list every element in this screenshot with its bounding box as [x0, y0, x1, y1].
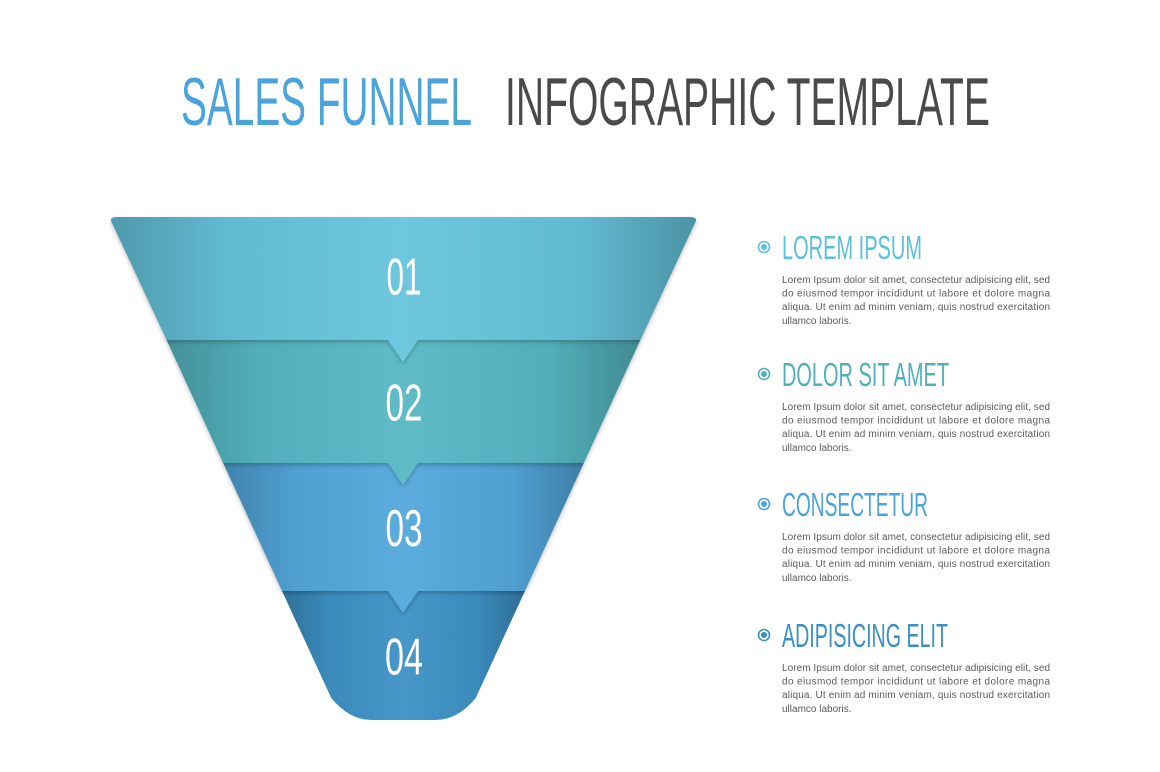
funnel-band-shading: [166, 340, 641, 485]
item-body-line: do eiusmod tempor incididunt ut labore e…: [782, 416, 1050, 427]
bullet-dot-icon: [761, 371, 767, 377]
funnel-band-shading: [282, 591, 525, 720]
item-body-line: aliqua. Ut enim ad minim veniam, quis no…: [782, 429, 1050, 440]
item-4: ADIPISICING ELIT Lorem Ipsum dolor sit am…: [757, 617, 1050, 715]
bullet-dot-icon: [761, 501, 767, 507]
stage-number: 01: [387, 249, 422, 307]
item-body-line: do eiusmod tempor incididunt ut labore e…: [782, 546, 1050, 557]
funnel-stage-02: 02: [166, 340, 641, 485]
stage-number: 02: [386, 375, 423, 433]
item-heading: ADIPISICING ELIT: [782, 617, 948, 654]
stage-number: 04: [385, 629, 423, 687]
item-body-line: Lorem Ipsum dolor sit amet, consectetur …: [782, 532, 1050, 543]
bullet-dot-icon: [761, 244, 767, 250]
bullet-ring-icon: [757, 497, 771, 511]
item-heading: DOLOR SIT AMET: [782, 356, 949, 393]
item-body-line: ullamco laboris.: [782, 573, 851, 584]
funnel: 04 03 02 01: [110, 217, 697, 720]
item-body-line: aliqua. Ut enim ad minim veniam, quis no…: [782, 690, 1050, 701]
funnel-stage-04: 04: [282, 591, 525, 720]
funnel-stage-03: 03: [223, 463, 584, 613]
item-body-line: Lorem Ipsum dolor sit amet, consectetur …: [782, 402, 1050, 413]
title-infographic-template: INFOGRAPHIC TEMPLATE: [505, 64, 990, 140]
bullet-ring-icon: [757, 240, 771, 254]
item-list: LOREM IPSUM Lorem Ipsum dolor sit amet, c…: [757, 229, 1050, 715]
item-3: CONSECTETUR Lorem Ipsum dolor sit amet, c…: [757, 486, 1050, 584]
title-sales-funnel: SALES FUNNEL: [181, 64, 472, 140]
funnel-band-shading: [110, 217, 697, 362]
funnel-stage-01: 01: [110, 217, 697, 362]
funnel-band-shading: [223, 463, 584, 613]
item-body-line: Lorem Ipsum dolor sit amet, consectetur …: [782, 275, 1050, 286]
bullet-ring-icon: [757, 367, 771, 381]
item-body-line: do eiusmod tempor incididunt ut labore e…: [782, 289, 1050, 300]
item-body-line: ullamco laboris.: [782, 443, 851, 454]
bullet-ring-icon: [757, 628, 771, 642]
stage-number: 03: [386, 500, 423, 558]
item-body-line: aliqua. Ut enim ad minim veniam, quis no…: [782, 559, 1050, 570]
item-body-line: ullamco laboris.: [782, 316, 851, 327]
item-body-line: Lorem Ipsum dolor sit amet, consectetur …: [782, 663, 1050, 674]
item-heading: LOREM IPSUM: [782, 229, 922, 266]
item-body-line: do eiusmod tempor incididunt ut labore e…: [782, 677, 1050, 688]
item-heading: CONSECTETUR: [782, 486, 928, 523]
bullet-dot-icon: [761, 632, 767, 638]
item-body-line: aliqua. Ut enim ad minim veniam, quis no…: [782, 302, 1050, 313]
item-body-line: ullamco laboris.: [782, 704, 851, 715]
item-1: LOREM IPSUM Lorem Ipsum dolor sit amet, c…: [757, 229, 1050, 327]
item-2: DOLOR SIT AMET Lorem Ipsum dolor sit amet…: [757, 356, 1050, 454]
